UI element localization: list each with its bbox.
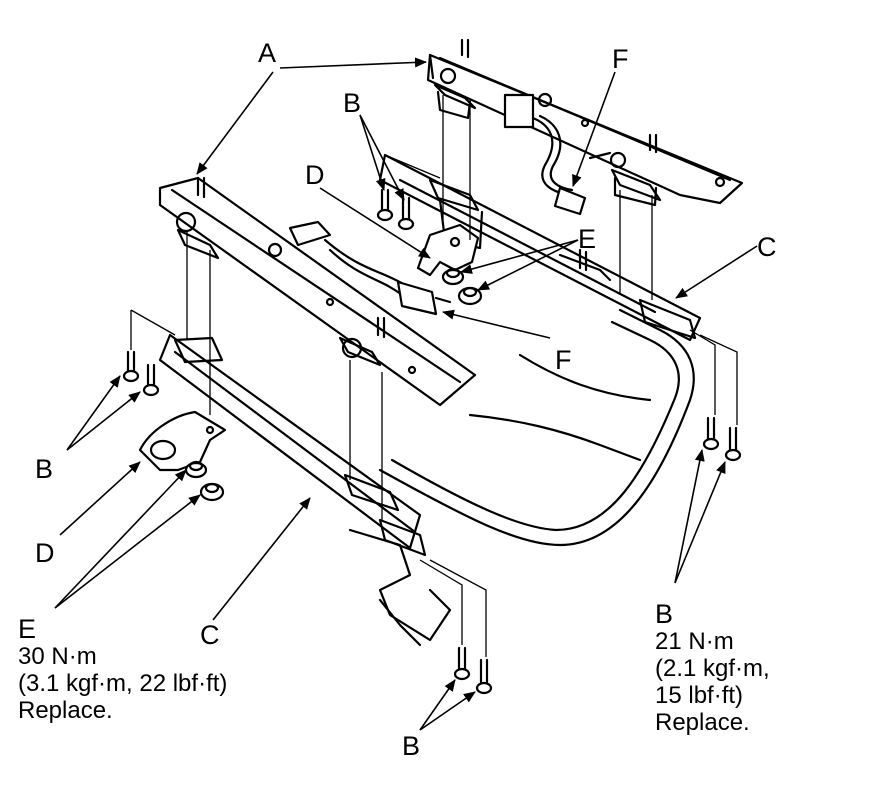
callout-b-bottom: B: [402, 731, 421, 761]
callout-d-top: D: [305, 160, 325, 190]
note-action: Replace.: [18, 697, 113, 724]
note-torque: 21 N·m: [655, 628, 734, 655]
note-action: Replace.: [655, 709, 750, 736]
nuts-front: [184, 460, 225, 502]
callout-f-mid: F: [555, 345, 572, 375]
callout-e-right: E: [578, 224, 597, 254]
torque-note-bolt-b: B 21 N·m (2.1 kgf·m, 15 lbf·ft) Replace.: [655, 599, 770, 737]
upper-rail-back: [426, 38, 744, 207]
bolts-left: [122, 350, 160, 397]
wire-harness-back: [531, 114, 612, 216]
leader-arrows: [54, 57, 758, 731]
nuts-back: [441, 267, 483, 306]
alignment-lines: [130, 95, 738, 657]
bolts-right: [702, 416, 742, 462]
note-letter: B: [655, 599, 674, 629]
note-spec: (3.1 kgf·m, 22 lbf·ft): [18, 670, 228, 697]
seat-frame-tube: [378, 308, 695, 547]
callout-c-bottom: C: [200, 620, 220, 650]
callout-f-top: F: [612, 44, 629, 74]
torque-note-nut-e: E 30 N·m (3.1 kgf·m, 22 lbf·ft) Replace.: [18, 614, 228, 725]
wire-harness-front: [288, 220, 452, 316]
callout-a-upper-rail: A: [258, 38, 277, 68]
bracket-front: [138, 410, 227, 472]
callout-b-top: B: [343, 88, 362, 118]
upper-rail-front: [158, 176, 477, 407]
bracket-back: [416, 223, 480, 277]
note-torque: 30 N·m: [18, 643, 97, 670]
callout-b-left: B: [35, 454, 54, 484]
bolts-bottom: [453, 646, 493, 695]
note-spec-line1: (2.1 kgf·m,: [655, 655, 770, 682]
callout-c-right: C: [757, 232, 777, 262]
note-letter: E: [18, 614, 37, 644]
bolts-back: [376, 188, 415, 231]
callout-d-left: D: [35, 538, 55, 568]
lower-rail-front: [158, 333, 452, 647]
note-spec-line2: 15 lbf·ft): [655, 682, 744, 709]
